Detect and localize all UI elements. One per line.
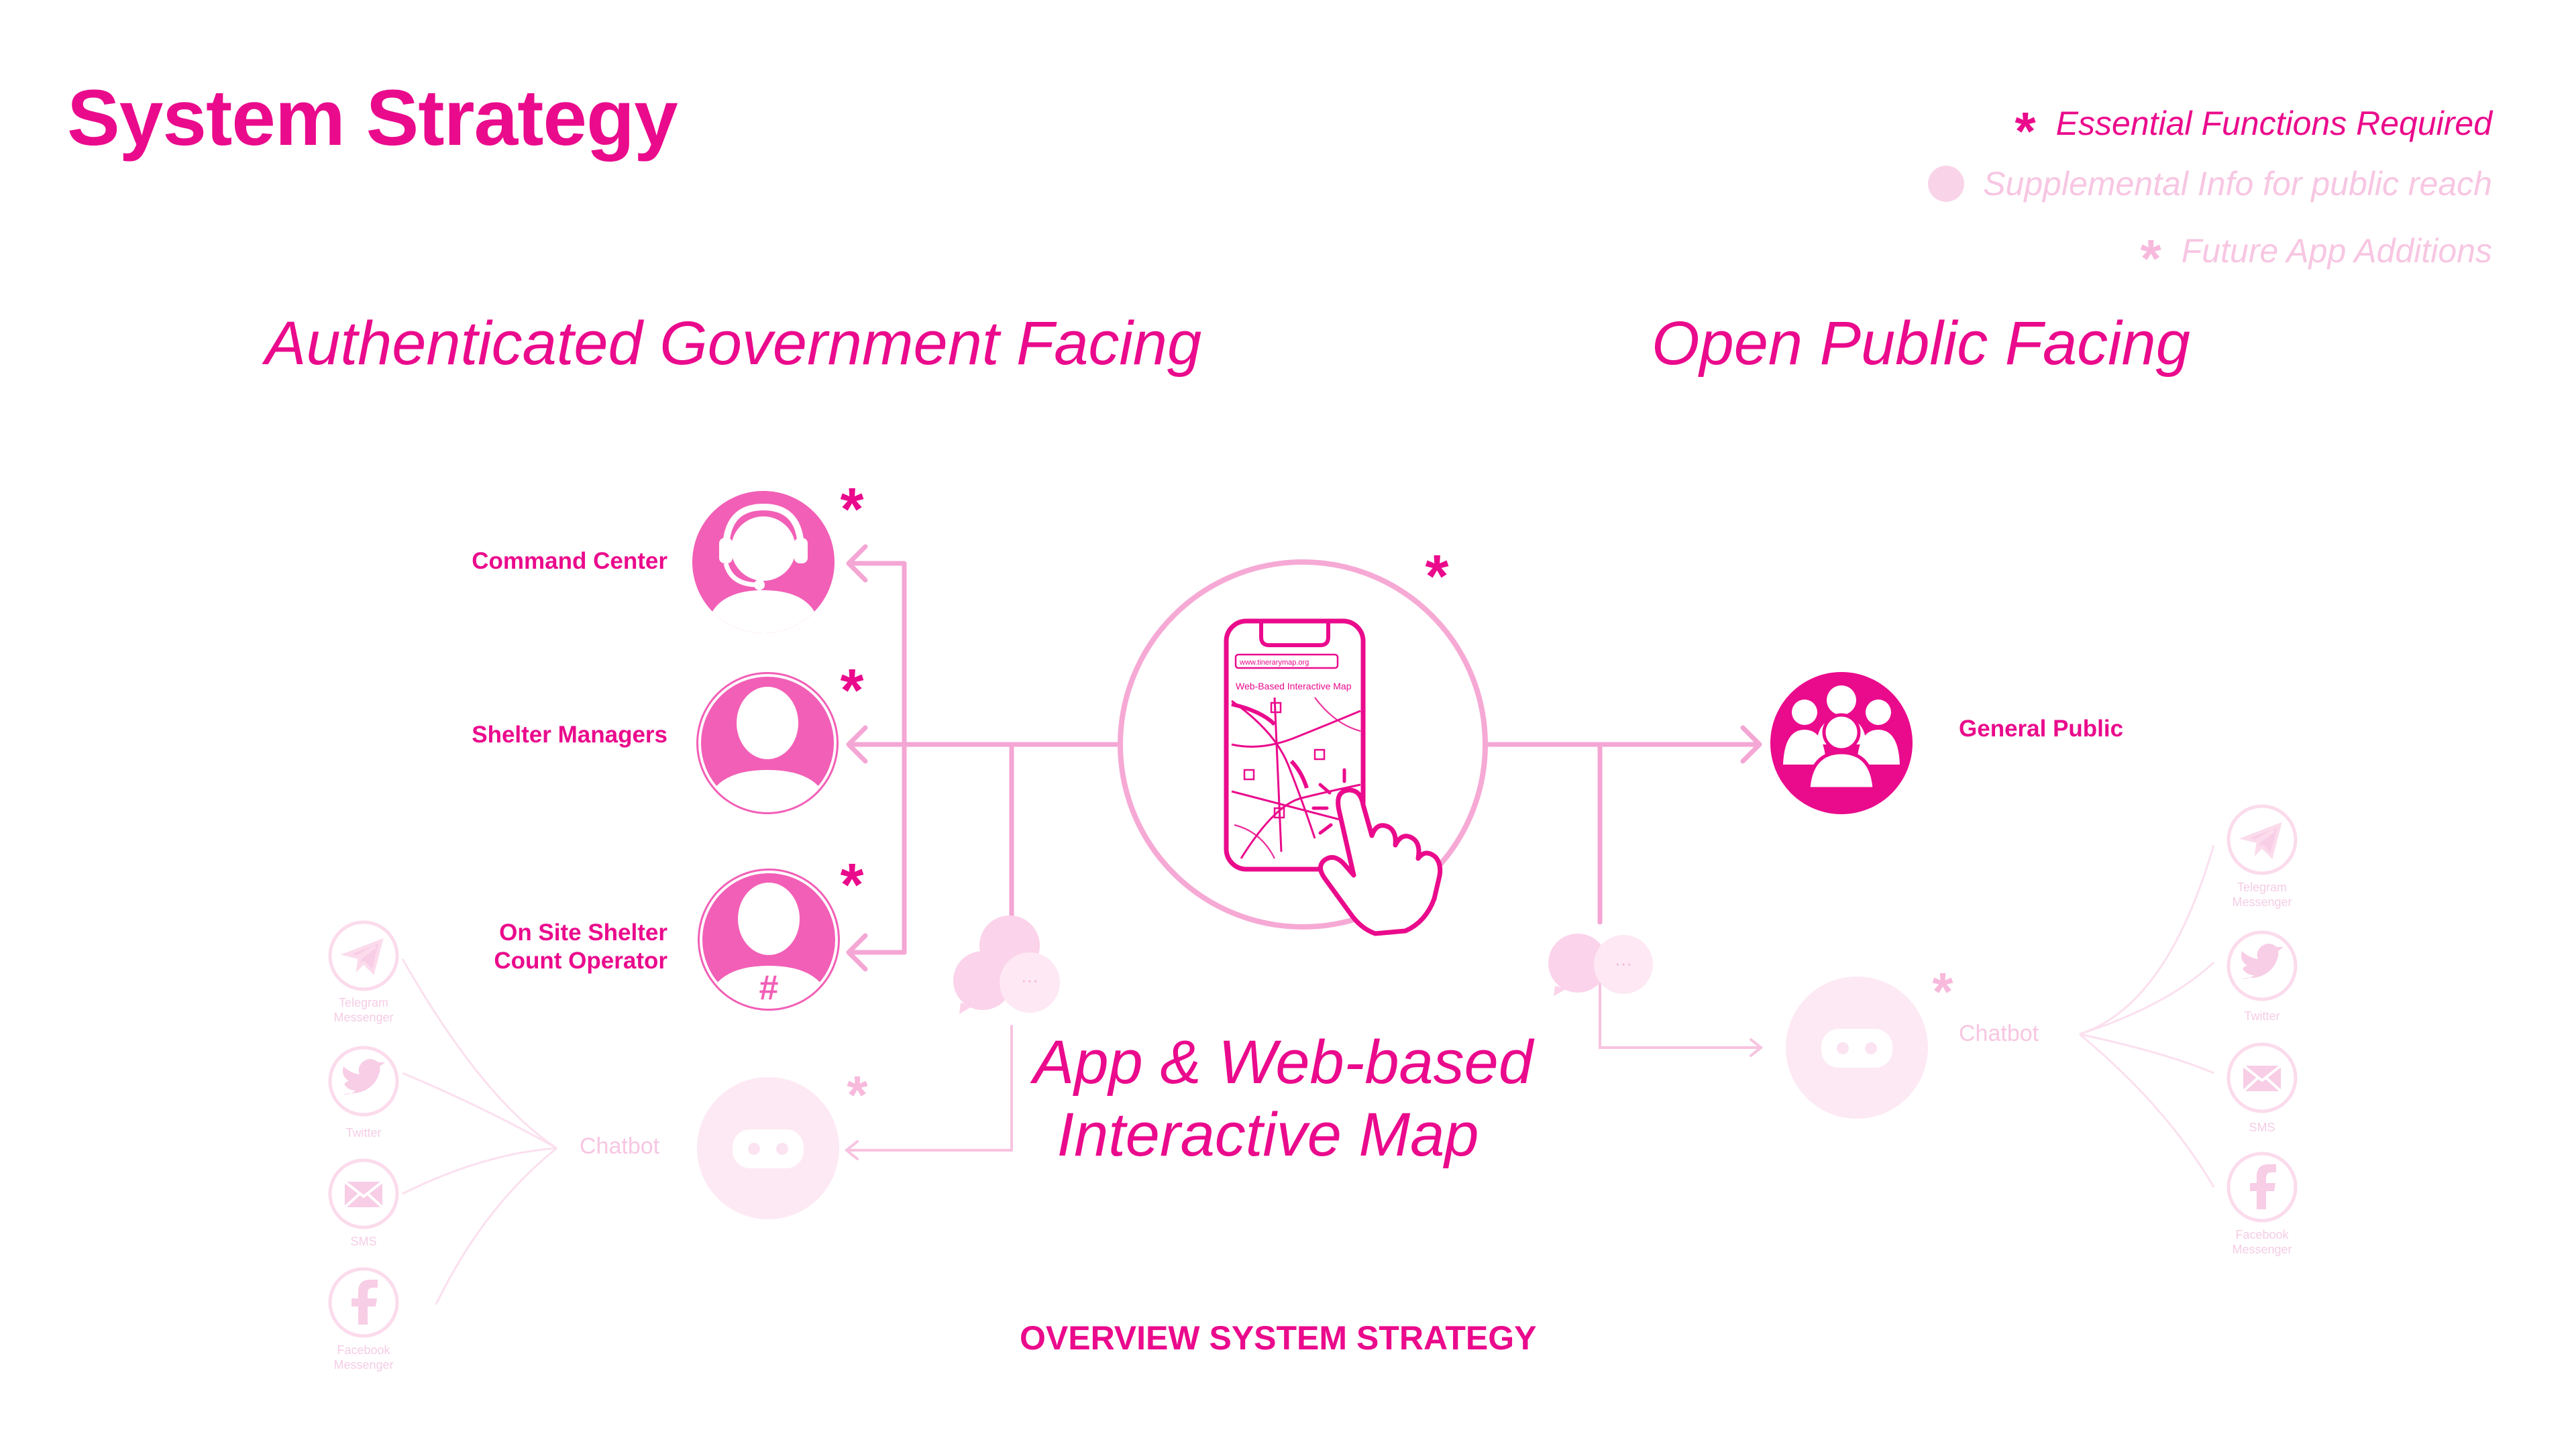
map-title-text: Web-Based Interactive Map <box>1236 681 1352 691</box>
arrowhead-operator <box>846 933 868 972</box>
center-title: App & Web-based Interactive Map <box>1033 1028 1533 1169</box>
asterisk-icon: * <box>840 476 863 543</box>
legend: *Essential Functions Required Supplement… <box>1888 101 2492 288</box>
legend-supplemental: Supplemental Info for public reach <box>1928 164 2492 203</box>
footer-caption: OVERVIEW SYSTEM STRATEGY <box>1020 1319 1537 1357</box>
section-government-heading: Authenticated Government Facing <box>265 309 1202 378</box>
channel-label-twitter: Twitter <box>2244 1009 2280 1023</box>
pointing-hand-icon <box>1318 787 1443 936</box>
arrowhead-shelter <box>846 725 868 764</box>
channel-label-facebook: Facebook Messenger <box>333 1343 394 1372</box>
chat-bubbles-right-icon: ··· <box>1548 934 1653 996</box>
asterisk-icon: * <box>2015 101 2036 161</box>
smartphone-map-icon: www.tinerarymap.org Web-Based Interactiv… <box>1224 618 1443 936</box>
asterisk-icon: * <box>847 1065 868 1125</box>
chatbot-left: * <box>697 1065 868 1219</box>
label-shelter-managers: Shelter Managers <box>472 722 667 748</box>
channels-right <box>2226 804 2298 1223</box>
legend-future: *Future App Additions <box>2140 229 2492 288</box>
arrowhead-right-chatbot <box>1750 1038 1764 1057</box>
chatbot-right: * <box>1786 962 1953 1119</box>
map-url-text: www.tinerarymap.org <box>1239 659 1309 667</box>
svg-text:#: # <box>759 968 779 1007</box>
channel-label-twitter: Twitter <box>345 1126 382 1139</box>
connector-to-right-chatbot <box>1599 978 1762 1049</box>
twitter-icon <box>328 1046 399 1117</box>
node-count-operator: # <box>698 869 840 1011</box>
channel-label-facebook: Facebook Messenger <box>2232 1228 2292 1256</box>
facebook-icon <box>328 1267 399 1338</box>
channel-label-sms: SMS <box>350 1235 377 1248</box>
telegram-icon <box>2226 804 2298 875</box>
legend-essential: *Essential Functions Required <box>2015 101 2492 161</box>
connector-lines <box>846 544 1762 972</box>
sms-envelope-icon <box>2226 1042 2298 1113</box>
asterisk-icon: * <box>1425 543 1448 610</box>
headset-operator-icon <box>706 503 821 633</box>
robot-icon <box>733 1129 804 1168</box>
label-chatbot-right: Chatbot <box>1959 1021 2039 1046</box>
channel-label-telegram: Telegram Messenger <box>333 996 394 1024</box>
connector-to-left-chatbot <box>845 1025 1013 1152</box>
asterisk-icon: * <box>840 657 863 724</box>
person-hashtag-icon: # <box>700 871 838 1009</box>
telegram-icon <box>328 920 399 991</box>
node-shelter-managers <box>696 672 839 814</box>
channel-fan-left <box>401 958 557 1305</box>
connector-branch-command <box>849 561 907 955</box>
svg-text:···: ··· <box>1021 970 1038 990</box>
facebook-icon <box>2226 1152 2298 1223</box>
chat-bubbles-left-icon: ··· <box>953 915 1060 1014</box>
sms-envelope-icon <box>328 1158 399 1229</box>
label-count-operator: On Site Shelter Count Operator <box>494 919 667 974</box>
node-general-public <box>1770 672 1913 814</box>
person-icon <box>698 674 837 812</box>
asterisk-icon: * <box>1932 962 1953 1021</box>
robot-icon <box>1821 1029 1892 1068</box>
section-public-heading: Open Public Facing <box>1652 309 2190 378</box>
asterisk-icon: * <box>840 852 863 919</box>
arrowhead-public <box>1740 725 1762 764</box>
node-command-center <box>692 491 835 633</box>
channel-label-telegram: Telegram Messenger <box>2232 881 2292 909</box>
label-command-center: Command Center <box>472 548 667 574</box>
arrowhead-left-chatbot <box>844 1140 859 1160</box>
asterisk-icon: * <box>2140 229 2161 288</box>
channel-label-sms: SMS <box>2249 1121 2275 1134</box>
svg-text:···: ··· <box>1615 953 1632 973</box>
twitter-icon <box>2226 930 2298 1001</box>
arrowhead-command <box>846 544 868 583</box>
label-chatbot-left: Chatbot <box>580 1133 660 1159</box>
label-general-public: General Public <box>1959 716 2124 742</box>
page-title: System Strategy <box>67 74 678 162</box>
essential-markers: * * * * <box>840 476 1448 919</box>
interactive-map-node: www.tinerarymap.org Web-Based Interactiv… <box>1118 559 1488 936</box>
circle-icon <box>1928 166 1965 202</box>
channels-left <box>328 920 399 1338</box>
channel-fan-right <box>2079 844 2215 1188</box>
group-people-icon <box>1783 685 1900 791</box>
